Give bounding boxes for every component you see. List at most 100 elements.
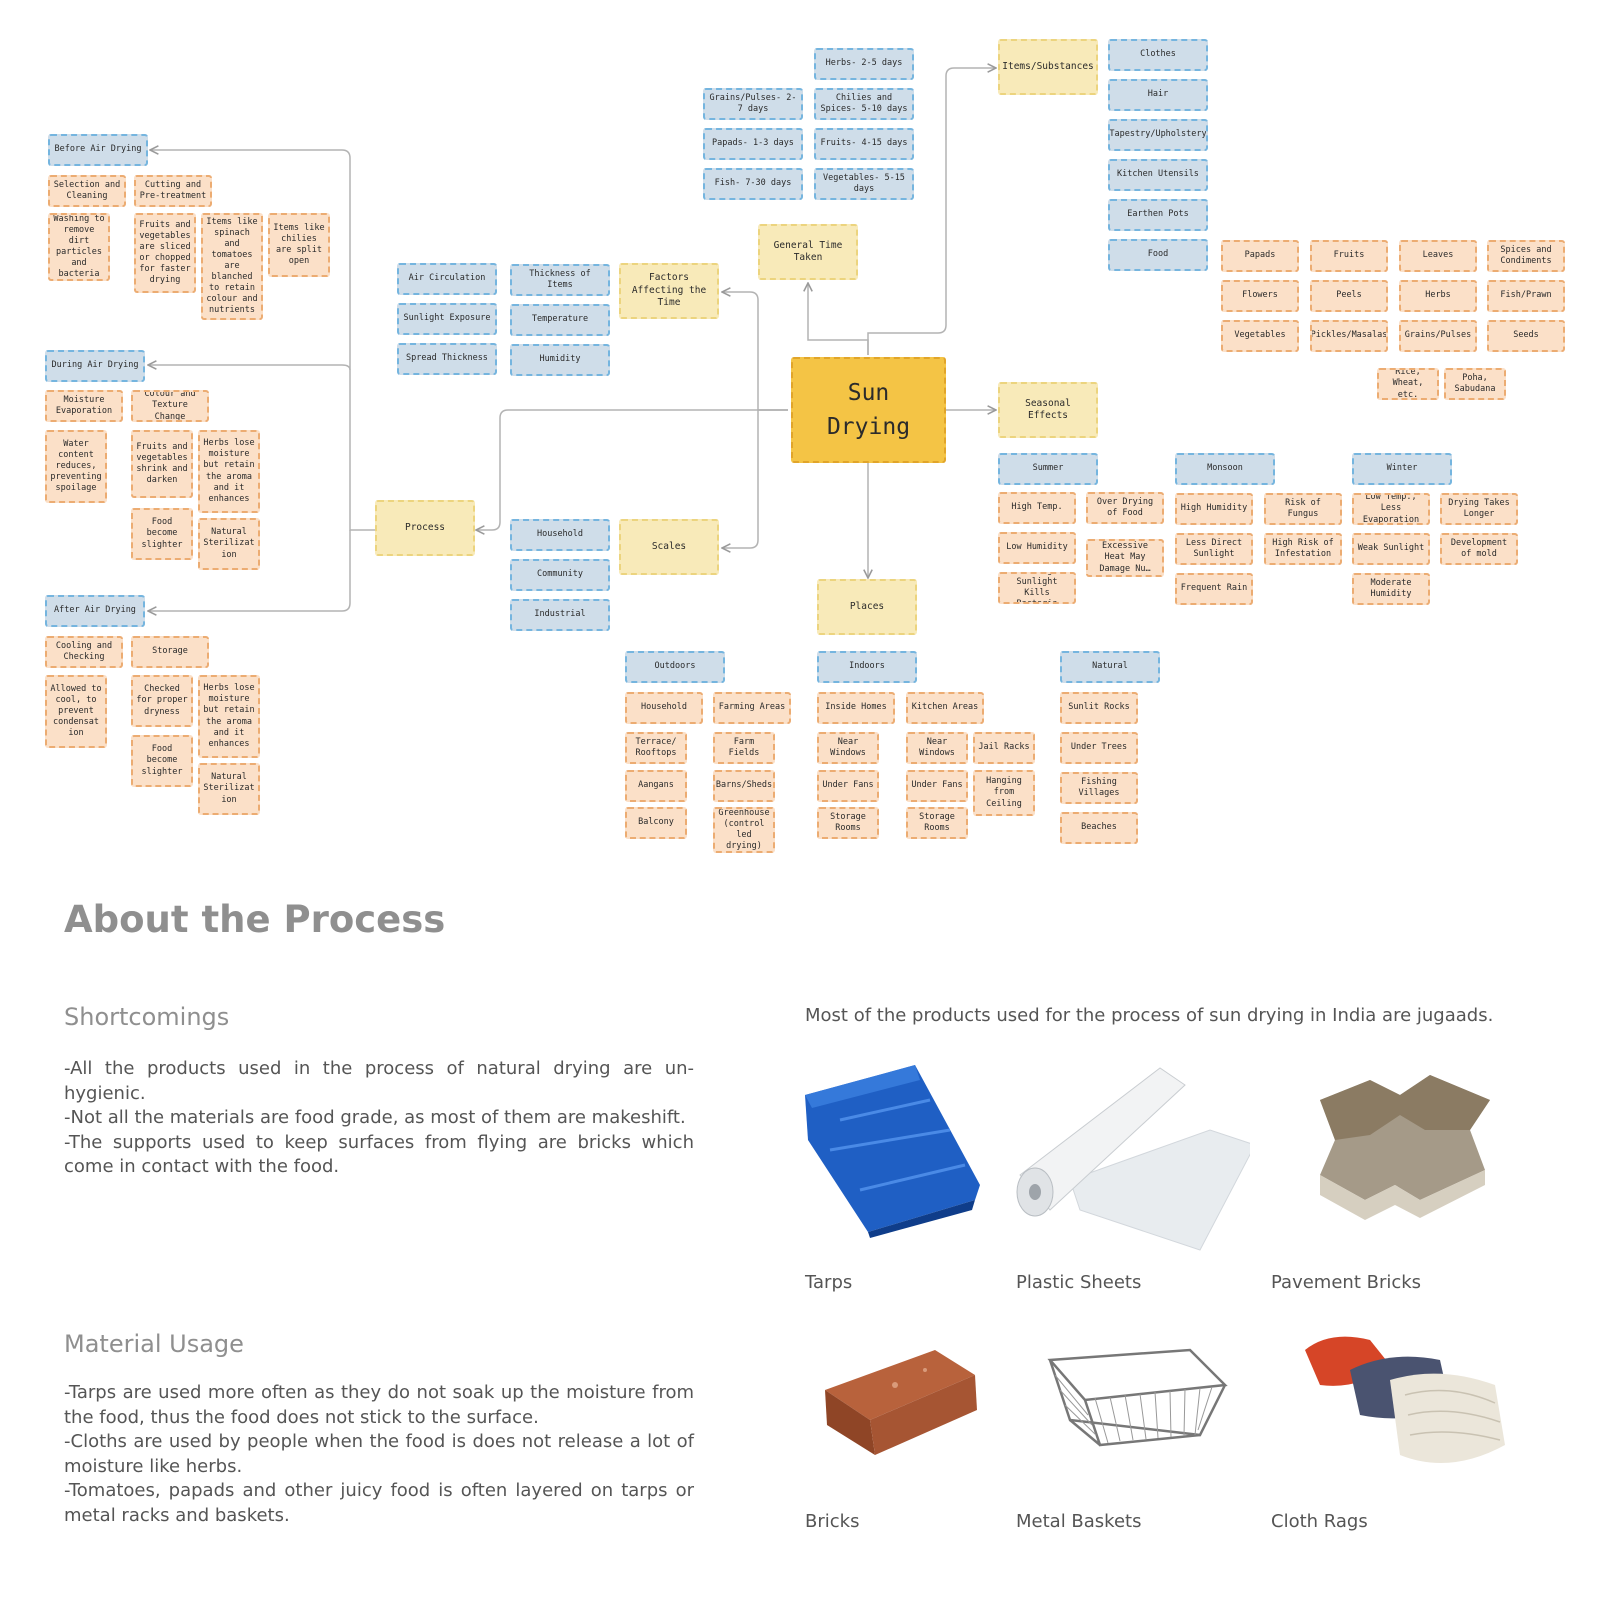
food-fish-node: Fish/Prawn bbox=[1487, 280, 1565, 312]
mind-map: Sun Drying Before Air Drying Selection a… bbox=[0, 0, 1600, 860]
outdoor-farm-fields-node: Farm Fields bbox=[713, 732, 775, 764]
blanched-node: Items like spinach and tomatoes are blan… bbox=[201, 213, 263, 320]
allowed-cool-node: Allowed to cool, to prevent condensat io… bbox=[45, 675, 107, 748]
winter-moderate-humidity-node: Moderate Humidity bbox=[1352, 573, 1430, 605]
temperature-node: Temperature bbox=[510, 304, 610, 336]
natural-under-trees-node: Under Trees bbox=[1060, 732, 1138, 764]
pavement-bricks-caption: Pavement Bricks bbox=[1271, 1272, 1422, 1293]
wire-process-during bbox=[148, 365, 351, 371]
material-usage-line: -Tomatoes, papads and other juicy food i… bbox=[64, 1480, 694, 1526]
food-spices-node: Spices and Condiments bbox=[1487, 240, 1565, 272]
food-rice-node: Rice, Wheat, etc. bbox=[1377, 368, 1439, 400]
monsoon-less-sunlight-node: Less Direct Sunlight bbox=[1175, 533, 1253, 565]
food-lighter-node: Food become slighter bbox=[131, 508, 193, 560]
outdoor-barns-node: Barns/Sheds bbox=[713, 770, 775, 802]
winter-longer-node: Drying Takes Longer bbox=[1440, 493, 1518, 525]
center-node: Sun Drying bbox=[791, 357, 946, 463]
kitchen-storage-rooms-node: Storage Rooms bbox=[906, 807, 968, 839]
cooling-checking-node: Cooling and Checking bbox=[45, 636, 123, 668]
item-hair-node: Hair bbox=[1108, 79, 1208, 111]
food-herbs-node: Herbs bbox=[1399, 280, 1477, 312]
outdoors-node: Outdoors bbox=[625, 651, 725, 683]
food-fruits-node: Fruits bbox=[1310, 240, 1388, 272]
scale-industrial-node: Industrial bbox=[510, 599, 610, 631]
wire-center-items bbox=[867, 68, 996, 355]
time-grains-node: Grains/Pulses- 2-7 days bbox=[703, 88, 803, 120]
summer-high-temp-node: High Temp. bbox=[998, 492, 1076, 524]
material-usage-line: -Tarps are used more often as they do no… bbox=[64, 1382, 694, 1428]
scale-community-node: Community bbox=[510, 559, 610, 591]
monsoon-node: Monsoon bbox=[1175, 453, 1275, 485]
storage-node: Storage bbox=[131, 636, 209, 668]
material-usage-line: -Cloths are used by people when the food… bbox=[64, 1431, 694, 1477]
outdoor-balcony-node: Balcony bbox=[625, 807, 687, 839]
shortcomings-line: -All the products used in the process of… bbox=[64, 1058, 694, 1104]
humidity-node: Humidity bbox=[510, 344, 610, 376]
wire-center-process bbox=[476, 409, 788, 530]
monsoon-infestation-node: High Risk of Infestation bbox=[1264, 533, 1342, 565]
indoor-storage-rooms-node: Storage Rooms bbox=[817, 807, 879, 839]
shortcomings-text: -All the products used in the process of… bbox=[64, 1057, 694, 1180]
outdoor-greenhouse-node: Greenhouse (control led drying) bbox=[713, 807, 775, 853]
after-air-drying-node: After Air Drying bbox=[45, 595, 145, 627]
shortcomings-heading: Shortcomings bbox=[64, 1003, 230, 1031]
item-food-node: Food bbox=[1108, 239, 1208, 271]
indoor-under-fans-node: Under Fans bbox=[817, 770, 879, 802]
material-usage-heading: Material Usage bbox=[64, 1330, 244, 1358]
outdoor-terrace-node: Terrace/ Rooftops bbox=[625, 732, 687, 764]
indoors-node: Indoors bbox=[817, 651, 917, 683]
spread-thickness-node: Spread Thickness bbox=[397, 343, 497, 375]
selection-cleaning-node: Selection and Cleaning bbox=[48, 175, 126, 207]
food-papads-node: Papads bbox=[1221, 240, 1299, 272]
food-leaves-node: Leaves bbox=[1399, 240, 1477, 272]
cloth-rags-image bbox=[1305, 1336, 1505, 1463]
food-poha-node: Poha, Sabudana bbox=[1444, 368, 1506, 400]
natural-sterilization-node: Natural Sterilizat ion bbox=[198, 518, 260, 570]
sliced-node: Fruits and vegetables are sliced or chop… bbox=[134, 213, 196, 293]
after-herbs-aroma-node: Herbs lose moisture but retain the aroma… bbox=[198, 675, 260, 758]
winter-node: Winter bbox=[1352, 453, 1452, 485]
summer-low-humidity-node: Low Humidity bbox=[998, 532, 1076, 564]
air-circulation-node: Air Circulation bbox=[397, 263, 497, 295]
food-pickles-node: Pickles/Masalas bbox=[1310, 320, 1388, 352]
monsoon-high-humidity-node: High Humidity bbox=[1175, 493, 1253, 525]
summer-strong-sunlight-node: Strong Sunlight Kills Bacteria bbox=[998, 572, 1076, 604]
food-flowers-node: Flowers bbox=[1221, 280, 1299, 312]
connector-lines bbox=[0, 0, 1600, 860]
wire-center-factors bbox=[722, 292, 788, 411]
item-tapestry-node: Tapestry/Upholstery bbox=[1108, 119, 1208, 151]
winter-low-temp-node: Low Temp., Less Evaporation bbox=[1352, 493, 1430, 525]
wire-process-after bbox=[148, 530, 351, 611]
winter-weak-sunlight-node: Weak Sunlight bbox=[1352, 533, 1430, 565]
indoor-kitchen-areas-node: Kitchen Areas bbox=[906, 692, 984, 724]
item-kitchen-node: Kitchen Utensils bbox=[1108, 159, 1208, 191]
time-chilies-node: Chilies and Spices- 5-10 days bbox=[814, 88, 914, 120]
monsoon-fungus-node: Risk of Fungus bbox=[1264, 493, 1342, 525]
shrink-darken-node: Fruits and vegetables shrink and darken bbox=[131, 430, 193, 498]
indoor-near-windows-node: Near Windows bbox=[817, 732, 879, 764]
kitchen-under-fans-node: Under Fans bbox=[906, 770, 968, 802]
time-vegetables-node: Vegetables- 5-15 days bbox=[814, 168, 914, 200]
wire-center-time bbox=[808, 283, 869, 355]
winter-mold-node: Development of mold bbox=[1440, 533, 1518, 565]
general-time-node: General Time Taken bbox=[758, 224, 858, 280]
during-air-drying-node: During Air Drying bbox=[45, 350, 145, 382]
kitchen-hanging-node: Hanging from Ceiling bbox=[973, 770, 1035, 816]
item-earthen-node: Earthen Pots bbox=[1108, 199, 1208, 231]
cutting-pretreatment-node: Cutting and Pre-treatment bbox=[134, 175, 212, 207]
bricks-caption: Bricks bbox=[805, 1511, 860, 1532]
after-natural-sterilization-node: Natural Sterilizat ion bbox=[198, 763, 260, 815]
moisture-evaporation-node: Moisture Evaporation bbox=[45, 390, 123, 422]
plastic-sheets-caption: Plastic Sheets bbox=[1016, 1272, 1142, 1293]
checked-dryness-node: Checked for proper dryness bbox=[131, 675, 193, 727]
natural-fishing-villages-node: Fishing Villages bbox=[1060, 772, 1138, 804]
shortcomings-line: -Not all the materials are food grade, a… bbox=[64, 1107, 686, 1128]
food-grains-node: Grains/Pulses bbox=[1399, 320, 1477, 352]
tarp-image bbox=[805, 1065, 980, 1238]
seasonal-effects-node: Seasonal Effects bbox=[998, 382, 1098, 438]
sunlight-exposure-node: Sunlight Exposure bbox=[397, 303, 497, 335]
food-seeds-node: Seeds bbox=[1487, 320, 1565, 352]
process-node: Process bbox=[375, 500, 475, 556]
food-vegetables-node: Vegetables bbox=[1221, 320, 1299, 352]
material-usage-text: -Tarps are used more often as they do no… bbox=[64, 1381, 694, 1528]
